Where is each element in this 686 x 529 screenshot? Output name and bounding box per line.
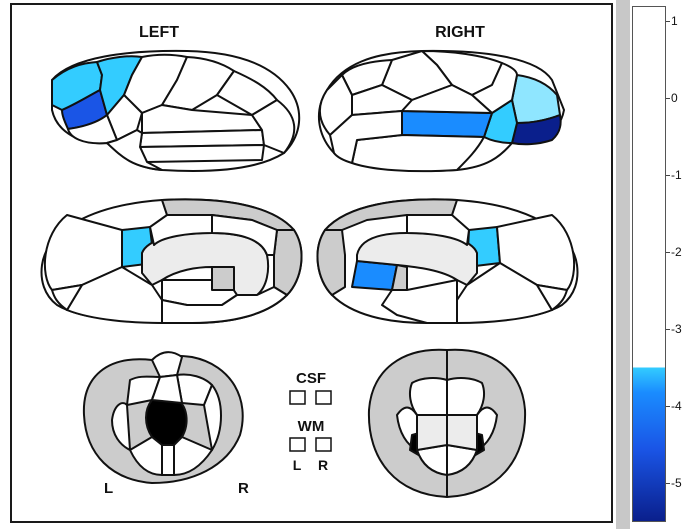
- colorbar-tick-label: 0: [671, 91, 678, 106]
- wm-right-box: [315, 437, 332, 452]
- csf-left-box: [289, 390, 306, 405]
- left-medial-hemisphere: [40, 198, 303, 324]
- colorbar-tick: [666, 329, 670, 331]
- wm-l-label: L: [293, 457, 302, 473]
- left-lateral-hemisphere: [51, 49, 301, 172]
- colorbar-tick-label: 1: [671, 14, 678, 29]
- left-coronal-section: [82, 351, 244, 484]
- colorbar-tick-label: -5: [671, 476, 682, 491]
- right-orbital-region: [511, 114, 562, 146]
- right-coronal-section: [367, 348, 527, 498]
- colorbar-gradient: [632, 6, 666, 522]
- colorbar-tick-label: -4: [671, 399, 682, 414]
- brain-map-panel: LEFT RIGHT: [10, 3, 613, 523]
- right-lateral-hemisphere: [317, 49, 565, 173]
- left-title: LEFT: [139, 24, 179, 41]
- colorbar-tick: [666, 483, 670, 485]
- colorbar-tick: [666, 21, 670, 23]
- csf-right-box: [315, 390, 332, 405]
- colorbar-tick: [666, 406, 670, 408]
- right-temporal-region: [401, 110, 493, 138]
- colorbar-panel: [616, 0, 686, 529]
- csf-label: CSF: [296, 370, 326, 387]
- wm-r-label: R: [318, 457, 328, 473]
- left-middle-frontal-region: [96, 55, 143, 116]
- colorbar-tick: [666, 175, 670, 177]
- colorbar-tick: [666, 252, 670, 254]
- right-title: RIGHT: [435, 24, 485, 41]
- colorbar-tick-label: -1: [671, 168, 682, 183]
- right-medial-temporal-region: [351, 260, 398, 291]
- right-medial-hemisphere: [316, 198, 579, 324]
- colorbar-tick-label: -2: [671, 245, 682, 260]
- wm-label: WM: [298, 418, 325, 435]
- left-coronal-r-label: R: [238, 480, 249, 497]
- colorbar-tick: [666, 98, 670, 100]
- wm-left-box: [289, 437, 306, 452]
- colorbar-gray-strip: [616, 0, 630, 529]
- brain-map-svg: LEFT RIGHT: [40, 24, 579, 498]
- left-coronal-l-label: L: [104, 480, 113, 497]
- colorbar-tick-label: -3: [671, 322, 682, 337]
